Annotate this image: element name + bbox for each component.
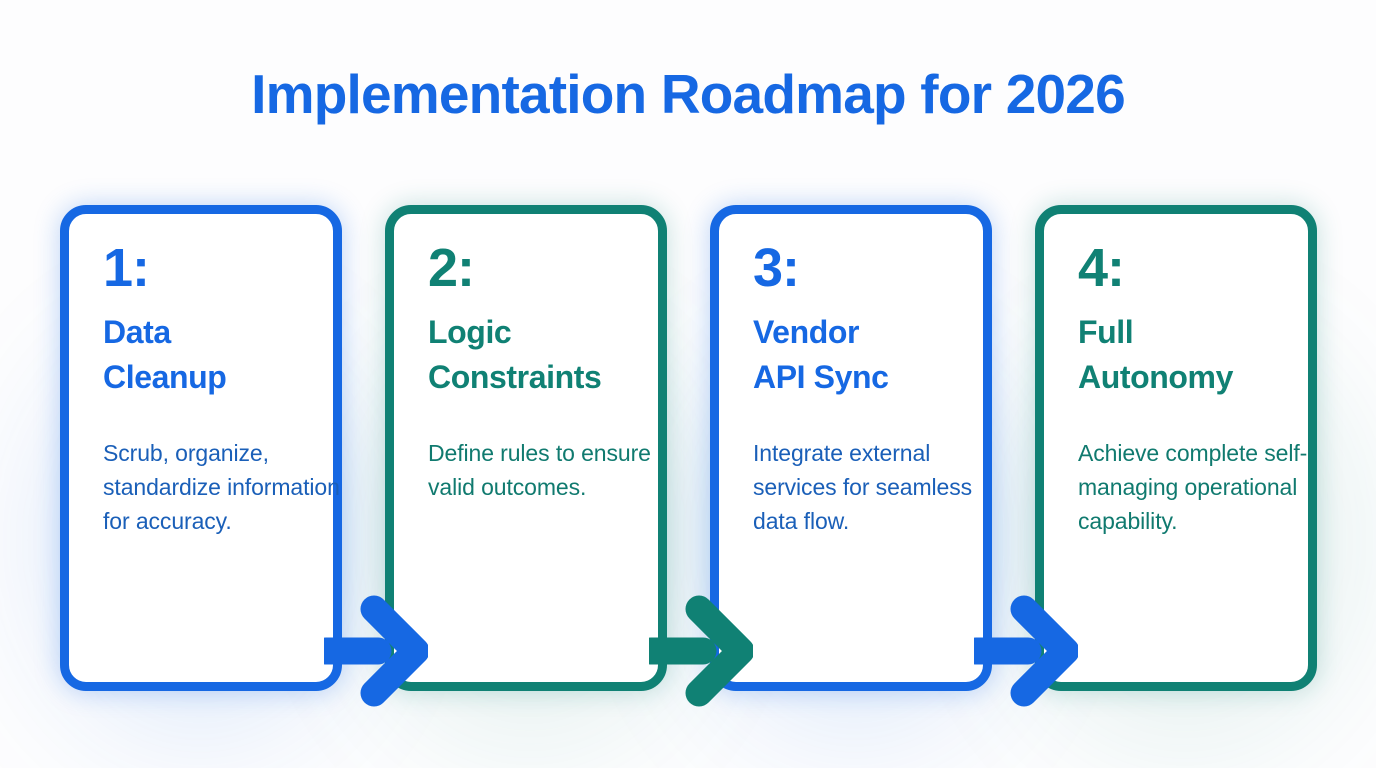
step-description-1: Scrub, organize, standardize information… <box>103 440 340 534</box>
roadmap-card-3[interactable]: 3: Vendor API Sync Integrate external se… <box>710 205 992 691</box>
step-number-3: 3: <box>753 238 800 298</box>
step-title-1: Data Cleanup <box>103 314 227 395</box>
roadmap-card-2[interactable]: 2: Logic Constraints Define rules to ens… <box>385 205 667 691</box>
step-description-2: Define rules to ensure valid outcomes. <box>428 440 651 500</box>
arrow-right-icon-1-to-2 <box>324 589 428 713</box>
roadmap-card-3-content: 3: Vendor API Sync Integrate external se… <box>753 238 1013 538</box>
arrow-right-icon-2-to-3 <box>649 589 753 713</box>
roadmap-card-1-content: 1: Data Cleanup Scrub, organize, standar… <box>103 238 363 538</box>
step-number-4: 4: <box>1078 238 1125 298</box>
roadmap-steps: 1: Data Cleanup Scrub, organize, standar… <box>0 205 1376 707</box>
roadmap-card-1[interactable]: 1: Data Cleanup Scrub, organize, standar… <box>60 205 342 691</box>
roadmap-card-4[interactable]: 4: Full Autonomy Achieve complete self-m… <box>1035 205 1317 691</box>
arrow-right-icon-3-to-4 <box>974 589 1078 713</box>
step-title-2: Logic Constraints <box>428 314 602 395</box>
roadmap-card-2-content: 2: Logic Constraints Define rules to ens… <box>428 238 688 504</box>
roadmap-card-4-content: 4: Full Autonomy Achieve complete self-m… <box>1078 238 1338 538</box>
step-description-3: Integrate external services for seamless… <box>753 440 973 534</box>
step-number-1: 1: <box>103 238 150 298</box>
step-description-4: Achieve complete self-managing operation… <box>1078 440 1308 534</box>
step-number-2: 2: <box>428 238 475 298</box>
page-title: Implementation Roadmap for 2026 <box>251 63 1126 125</box>
step-title-3: Vendor API Sync <box>753 314 889 395</box>
step-title-4: Full Autonomy <box>1078 314 1234 395</box>
